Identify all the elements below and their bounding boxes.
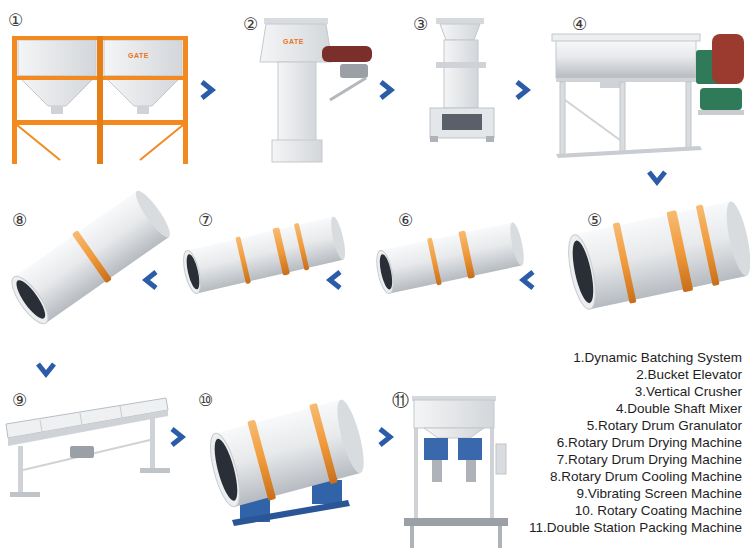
callout-number: ⑩ — [198, 390, 213, 410]
legend-item: 8.Rotary Drum Cooling Machine — [550, 468, 742, 485]
vibrating-screen — [6, 398, 170, 497]
machine-station: ② — [214, 4, 379, 164]
legend-item: 9.Vibrating Screen Machine — [576, 485, 742, 502]
legend-item: 11.Double Station Packing Machine — [529, 519, 742, 536]
flow-arrow — [172, 429, 182, 445]
callout-number: ⑧ — [12, 210, 27, 230]
flow-arrow — [330, 272, 340, 288]
machine-station: ⑤ — [535, 184, 747, 334]
legend-item: 6.Rotary Drum Drying Machine — [557, 434, 742, 451]
machine-station: ④ — [529, 4, 747, 170]
legend-item: 7.Rotary Drum Drying Machine — [557, 451, 742, 468]
brand-logo: GATE — [128, 52, 149, 60]
callout-number: ⑥ — [398, 210, 413, 230]
legend-item-holder: 5.Rotary Drum Granulator — [587, 416, 742, 434]
legend-item: 1.Dynamic Batching System — [573, 349, 742, 366]
legend-item-holder: 3.Vertical Crusher — [635, 382, 742, 400]
callout-number: ② — [243, 14, 258, 34]
machine-station: ⑩ — [184, 376, 378, 536]
flow-arrow — [517, 82, 527, 98]
cooler-drum — [5, 185, 176, 330]
flow-arrow — [146, 272, 156, 288]
dryer-drum — [373, 219, 527, 297]
callout-number: ⑨ — [12, 390, 27, 410]
legend-item-holder: 11.Double Station Packing Machine — [529, 518, 742, 536]
flow-arrow — [380, 429, 390, 445]
double-shaft-mixer — [552, 34, 744, 158]
legend-item-holder: 4.Double Shaft Mixer — [616, 399, 742, 417]
flow-arrow — [523, 272, 533, 288]
machine-station: ⑪ — [392, 376, 510, 554]
legend-item-holder: 10. Rotary Coating Machine — [575, 501, 742, 519]
granulator-drum — [563, 197, 750, 315]
machine-station: ③ — [393, 4, 515, 164]
brand-logo-holder: GATE — [128, 44, 149, 62]
callout-number: ① — [8, 10, 23, 30]
flow-arrow — [202, 82, 212, 98]
legend-item-holder: 1.Dynamic Batching System — [573, 348, 742, 366]
brand-logo: GATE — [283, 38, 304, 46]
callout-number: ⑪ — [392, 390, 409, 410]
callout-number: ④ — [572, 14, 587, 34]
legend-item-holder: 6.Rotary Drum Drying Machine — [557, 433, 742, 451]
machine-station: ⑦ — [158, 184, 328, 334]
machine-station: ⑥ — [342, 184, 521, 334]
callout-number: ⑦ — [198, 210, 213, 230]
legend-item-holder: 7.Rotary Drum Drying Machine — [557, 450, 742, 468]
legend-item-holder: 8.Rotary Drum Cooling Machine — [550, 467, 742, 485]
legend-item: 2.Bucket Elevator — [636, 366, 742, 383]
legend-item-holder: 9.Vibrating Screen Machine — [576, 484, 742, 502]
flow-arrow — [381, 82, 391, 98]
batching-system — [12, 36, 188, 164]
packing-machine — [404, 396, 508, 548]
legend-item-holder: 2.Bucket Elevator — [636, 365, 742, 383]
flow-arrow — [649, 172, 665, 182]
coating-drum — [204, 394, 370, 512]
machine-station: ⑧ — [3, 184, 144, 362]
legend-item: 10. Rotary Coating Machine — [575, 502, 742, 519]
callout-number: ⑤ — [587, 210, 602, 230]
legend-item: 4.Double Shaft Mixer — [616, 400, 742, 417]
brand-logo-holder: GATE — [283, 30, 304, 48]
bucket-elevator — [260, 18, 372, 162]
flow-arrow — [38, 364, 54, 374]
legend-item: 3.Vertical Crusher — [635, 383, 742, 400]
legend-item: 5.Rotary Drum Granulator — [587, 417, 742, 434]
machine-station: ① — [3, 4, 200, 164]
machine-station: ⑨ — [3, 376, 170, 506]
vertical-crusher — [430, 18, 494, 142]
callout-number: ③ — [413, 14, 428, 34]
